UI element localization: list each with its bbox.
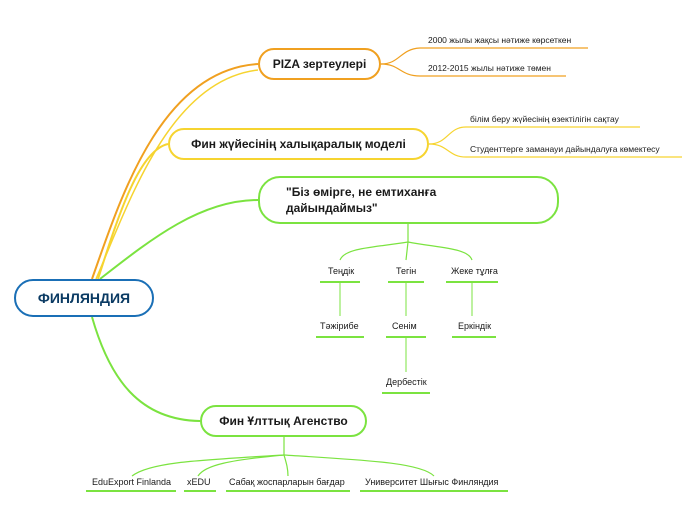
motto-node[interactable]: "Біз өмірге, не емтиханға дайындаймыз" xyxy=(258,176,559,224)
motto-child-personality[interactable]: Жеке тұлға xyxy=(451,266,498,276)
pisa-child-1[interactable]: 2000 жылы жақсы нәтиже көрсеткен xyxy=(428,35,572,45)
agency-node[interactable]: Фин Ұлттық Агенство xyxy=(200,405,367,437)
pisa-label: PIZA зертеулері xyxy=(272,57,367,71)
root-label: ФИНЛЯНДИЯ xyxy=(37,290,131,306)
motto-child-equality[interactable]: Теңдік xyxy=(328,266,355,276)
agency-child-eduexport[interactable]: EduExport Finlanda xyxy=(92,477,172,487)
motto-child-trust[interactable]: Сенім xyxy=(392,321,417,331)
motto-label: "Біз өмірге, не емтиханға дайындаймыз" xyxy=(286,185,437,215)
model-node[interactable]: Фин жүйесінің халықаралық моделі xyxy=(168,128,429,160)
model-label: Фин жүйесінің халықаралық моделі xyxy=(191,137,406,151)
root-node[interactable]: ФИНЛЯНДИЯ xyxy=(14,279,154,317)
agency-label: Фин Ұлттық Агенство xyxy=(219,414,348,428)
pisa-child-2[interactable]: 2012-2015 жылы нәтиже төмен xyxy=(428,63,551,73)
agency-child-university[interactable]: Университет Шығыс Финляндия xyxy=(365,477,499,487)
motto-child-independence[interactable]: Дербестік xyxy=(386,377,427,387)
motto-child-free[interactable]: Тегін xyxy=(396,266,417,276)
agency-child-xedu[interactable]: xEDU xyxy=(187,477,211,487)
motto-child-experience[interactable]: Тәжірибе xyxy=(320,321,359,331)
agency-child-lesson-plans[interactable]: Сабақ жоспарларын бағдар xyxy=(229,477,345,487)
motto-child-freedom[interactable]: Еркіндік xyxy=(458,321,492,331)
model-child-2[interactable]: Студенттерге заманауи дайындалуға көмект… xyxy=(470,144,660,154)
model-child-1[interactable]: білім беру жүйесінің өзектілігін сақтау xyxy=(470,114,619,124)
pisa-node[interactable]: PIZA зертеулері xyxy=(258,48,381,80)
